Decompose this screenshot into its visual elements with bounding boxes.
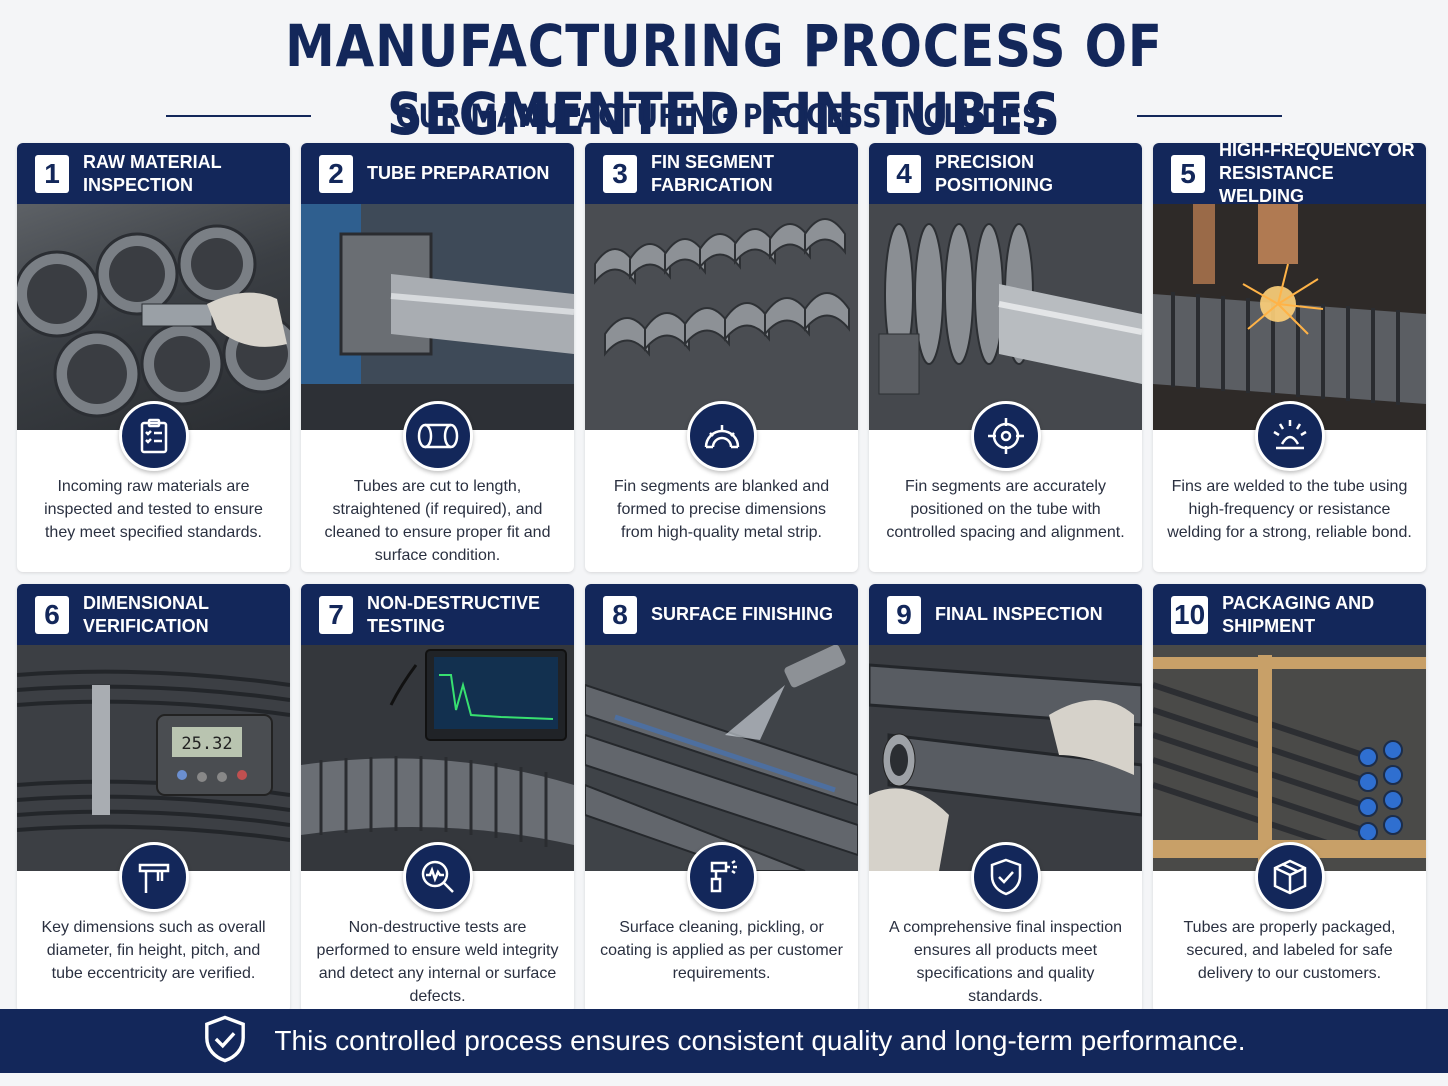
step-description: Non-destructive tests are performed to e… <box>316 919 559 1005</box>
step-number: 7 <box>319 595 353 634</box>
footer-banner: This controlled process ensures consiste… <box>0 1009 1448 1073</box>
footer-text: This controlled process ensures consiste… <box>274 1025 1246 1056</box>
step-photo <box>585 645 858 871</box>
caliper-reading: 25.32 <box>181 734 232 754</box>
step-description: Key dimensions such as overall diameter,… <box>41 919 266 982</box>
caliper-icon <box>119 842 189 912</box>
step-card: 7 Non-Destructive Testing Non-destructiv… <box>301 584 574 1013</box>
package-box-icon <box>1255 842 1325 912</box>
crosshair-icon <box>971 401 1041 471</box>
step-card: 9 Final Inspection A comprehensive final… <box>869 584 1142 1013</box>
step-description: Tubes are properly packaged, secured, an… <box>1183 919 1396 982</box>
step-photo <box>301 204 574 430</box>
page-title: MANUFACTURING PROCESS OF SEGMENTED FIN T… <box>285 12 1163 148</box>
fin-segment-icon <box>687 401 757 471</box>
tube-icon <box>403 401 473 471</box>
step-card: 5 High-Frequency or Resistance Welding F… <box>1153 143 1426 572</box>
step-photo <box>17 204 290 430</box>
subtitle-divider-right <box>1136 115 1282 117</box>
step-header: 7 Non-Destructive Testing <box>301 584 574 645</box>
step-number: 1 <box>35 154 69 193</box>
step-photo: 25.32 <box>17 645 290 871</box>
step-photo <box>585 204 858 430</box>
clipboard-checklist-icon <box>119 401 189 471</box>
welding-spark-icon <box>1255 401 1325 471</box>
step-card: 8 Surface Finishing Surface cleaning, pi… <box>585 584 858 1013</box>
step-header: 8 Surface Finishing <box>585 584 858 645</box>
step-card: 10 Packaging and Shipment Tubes are prop… <box>1153 584 1426 1013</box>
shield-check-icon <box>971 842 1041 912</box>
step-description: Fin segments are accurately positioned o… <box>886 478 1125 541</box>
step-card: 3 Fin Segment Fabrication Fin segments a… <box>585 143 858 572</box>
step-card: 4 Precision Positioning Fin segments are… <box>869 143 1142 572</box>
step-card: 2 Tube Preparation Tubes are cut to leng… <box>301 143 574 572</box>
step-photo <box>1153 204 1426 430</box>
step-number: 9 <box>887 595 921 634</box>
step-header: 4 Precision Positioning <box>869 143 1142 204</box>
step-header: 1 Raw Material Inspection <box>17 143 290 204</box>
step-header: 10 Packaging and Shipment <box>1153 584 1426 645</box>
step-title: Precision Positioning <box>935 151 1054 195</box>
shield-check-icon <box>202 1014 248 1069</box>
step-title: Surface Finishing <box>651 604 834 624</box>
step-description: A comprehensive final inspection ensures… <box>888 919 1123 1005</box>
subtitle: OUR MANUFACTURING PROCESS INCLUDES: <box>395 97 1053 135</box>
step-title: Raw Material Inspection <box>83 151 222 195</box>
step-number: 3 <box>603 154 637 193</box>
step-number: 5 <box>1171 154 1205 193</box>
step-description: Tubes are cut to length, straightened (i… <box>324 478 551 564</box>
step-card: 1 Raw Material Inspection Incoming raw m… <box>17 143 290 572</box>
step-photo <box>869 204 1142 430</box>
step-title: Final Inspection <box>935 604 1103 624</box>
step-header: 3 Fin Segment Fabrication <box>585 143 858 204</box>
spray-gun-icon <box>687 842 757 912</box>
step-description: Fins are welded to the tube using high-f… <box>1167 478 1412 541</box>
step-header: 9 Final Inspection <box>869 584 1142 645</box>
step-title: High-Frequency or Resistance Welding <box>1219 143 1415 206</box>
step-title: Non-Destructive Testing <box>367 592 541 636</box>
step-number: 8 <box>603 595 637 634</box>
step-photo <box>301 645 574 871</box>
step-photo <box>1153 645 1426 871</box>
step-title: Tube Preparation <box>367 163 550 183</box>
step-number: 6 <box>35 595 69 634</box>
step-header: 5 High-Frequency or Resistance Welding <box>1153 143 1426 206</box>
step-number: 10 <box>1171 595 1209 634</box>
step-header: 6 Dimensional Verification <box>17 584 290 645</box>
step-description: Incoming raw materials are inspected and… <box>44 478 263 541</box>
subtitle-row: OUR MANUFACTURING PROCESS INCLUDES: <box>0 96 1448 136</box>
magnifier-waveform-icon <box>403 842 473 912</box>
step-photo <box>869 645 1142 871</box>
step-number: 4 <box>887 154 921 193</box>
process-steps-grid: 1 Raw Material Inspection Incoming raw m… <box>17 143 1426 1013</box>
step-header: 2 Tube Preparation <box>301 143 574 204</box>
step-description: Surface cleaning, pickling, or coating i… <box>600 919 843 982</box>
step-title: Dimensional Verification <box>83 592 209 636</box>
step-title: Fin Segment Fabrication <box>651 151 775 195</box>
step-card: 6 Dimensional Verification 25.32 Key dim… <box>17 584 290 1013</box>
step-title: Packaging and Shipment <box>1222 592 1375 636</box>
subtitle-divider-left <box>166 115 312 117</box>
step-number: 2 <box>319 154 353 193</box>
step-description: Fin segments are blanked and formed to p… <box>613 478 830 541</box>
